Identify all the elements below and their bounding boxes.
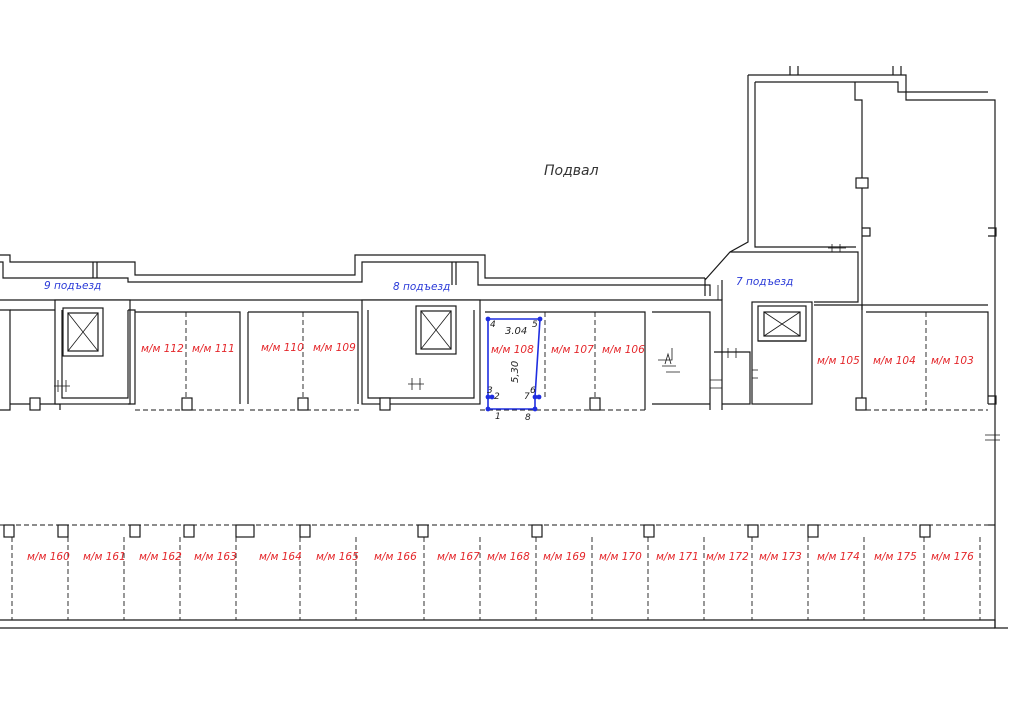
bottom-row xyxy=(0,524,1008,629)
selected-space-108[interactable]: 3.04 5,30 1 2 3 4 5 6 7 8 xyxy=(485,316,543,423)
entrance-label-9: 9 подъезд xyxy=(44,280,101,292)
space-label-160[interactable]: м/м 160 xyxy=(27,551,70,563)
vertex-4[interactable] xyxy=(485,316,491,322)
vertex-3[interactable] xyxy=(485,394,491,400)
space-label-176[interactable]: м/м 176 xyxy=(931,551,974,563)
vertex-8[interactable] xyxy=(532,406,538,412)
entrance-label-7: 7 подъезд xyxy=(736,276,793,288)
entrance-label-8: 8 подъезд xyxy=(393,281,450,293)
floor-title: Подвал xyxy=(544,163,599,179)
space-label-165[interactable]: м/м 165 xyxy=(316,551,359,563)
space-label-169[interactable]: м/м 169 xyxy=(543,551,586,563)
space-label-171[interactable]: м/м 171 xyxy=(656,551,699,563)
space-label-175[interactable]: м/м 175 xyxy=(874,551,917,563)
space-label-161[interactable]: м/м 161 xyxy=(83,551,126,563)
space-label-108[interactable]: м/м 108 xyxy=(491,344,534,356)
space-label-172[interactable]: м/м 172 xyxy=(706,551,749,563)
space-label-170[interactable]: м/м 170 xyxy=(599,551,642,563)
space-label-174[interactable]: м/м 174 xyxy=(817,551,860,563)
length-dimension: 5,30 xyxy=(510,361,521,383)
vertex-2[interactable] xyxy=(489,394,495,400)
upper-outer-wall xyxy=(0,251,859,303)
point-label-5: 5 xyxy=(532,320,538,330)
top-row-columns xyxy=(29,285,867,411)
point-label-6: 6 xyxy=(530,386,536,396)
top-row-walls xyxy=(0,299,989,411)
point-label-1: 1 xyxy=(495,412,501,422)
vertex-5[interactable] xyxy=(537,316,543,322)
space-label-106[interactable]: м/м 106 xyxy=(602,344,645,356)
space-label-112[interactable]: м/м 112 xyxy=(141,343,184,355)
point-label-2: 2 xyxy=(494,392,500,402)
width-dimension: 3.04 xyxy=(505,326,527,337)
space-label-104[interactable]: м/м 104 xyxy=(873,355,916,367)
space-label-105[interactable]: м/м 105 xyxy=(817,355,860,367)
space-label-167[interactable]: м/м 167 xyxy=(437,551,480,563)
space-label-111[interactable]: м/м 111 xyxy=(192,343,235,355)
space-label-110[interactable]: м/м 110 xyxy=(261,342,304,354)
space-label-163[interactable]: м/м 163 xyxy=(194,551,237,563)
space-label-166[interactable]: м/м 166 xyxy=(374,551,417,563)
space-label-173[interactable]: м/м 173 xyxy=(759,551,802,563)
point-label-4: 4 xyxy=(490,320,496,330)
space-label-103[interactable]: м/м 103 xyxy=(931,355,974,367)
space-label-168[interactable]: м/м 168 xyxy=(487,551,530,563)
space-label-107[interactable]: м/м 107 xyxy=(551,344,594,356)
space-label-162[interactable]: м/м 162 xyxy=(139,551,182,563)
point-label-7: 7 xyxy=(524,392,530,402)
column-block xyxy=(855,177,869,189)
vertex-6[interactable] xyxy=(536,394,542,400)
vertex-1[interactable] xyxy=(485,406,491,412)
top-row-dividers xyxy=(135,312,988,411)
basement-block xyxy=(704,66,1000,628)
point-label-3: 3 xyxy=(487,386,493,396)
point-label-8: 8 xyxy=(525,413,531,423)
space-label-109[interactable]: м/м 109 xyxy=(313,342,356,354)
vertex-7[interactable] xyxy=(532,394,538,400)
space-label-164[interactable]: м/м 164 xyxy=(259,551,302,563)
